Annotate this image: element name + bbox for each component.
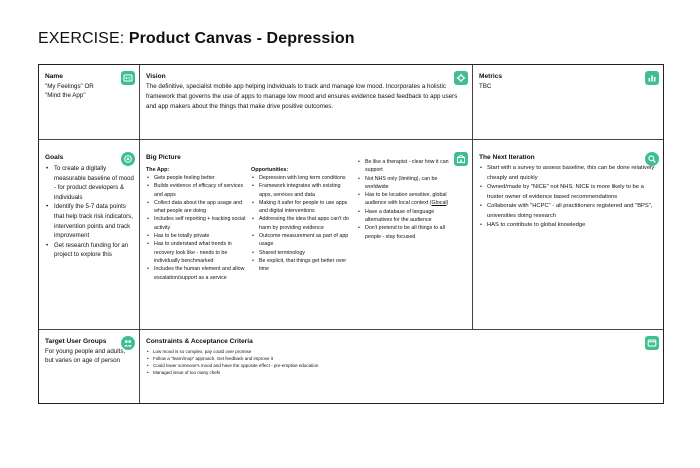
- opportunities-item: Shared terminology: [251, 249, 353, 258]
- constraints-item: Managed issue of too many chefs: [146, 370, 636, 377]
- target-icon: [121, 152, 135, 166]
- the-app-item: Gets people feeling better: [146, 174, 246, 183]
- name-line-1: "My Feelings" OR: [45, 83, 94, 90]
- more-column: Be like a therapist - clear how it can s…: [357, 158, 457, 241]
- opportunities-item: Depression with long term conditions: [251, 174, 353, 183]
- vision-cell: Vision The definitive, specialist mobile…: [146, 73, 466, 137]
- more-item: Don't pretend to be all things to all pe…: [357, 224, 457, 241]
- vision-text: The definitive, specialist mobile app he…: [146, 83, 458, 110]
- more-item: Has to be location sensitive, global aud…: [357, 191, 457, 208]
- users-icon: [121, 336, 135, 350]
- the-app-item: Has to be totally private: [146, 232, 246, 241]
- big-picture-heading: Big Picture: [146, 154, 181, 161]
- goals-cell: Goals To create a digitally measurable b…: [45, 154, 135, 326]
- opportunities-item: Addressing the idea that apps can't do h…: [251, 215, 353, 232]
- more-item-text: Has to be location sensitive, global aud…: [365, 192, 447, 207]
- name-heading: Name: [45, 73, 63, 80]
- opportunities-item: Outcome measurement as part of app usage: [251, 232, 353, 249]
- next-iteration-item: Collaborate with "HCPC" - all practition…: [479, 202, 659, 221]
- more-item: Have a database of language alternatives…: [357, 208, 457, 225]
- big-picture-cell: Big Picture The App: Gets people feeling…: [146, 154, 471, 328]
- metrics-text: TBC: [479, 83, 492, 90]
- page-title: EXERCISE: Product Canvas - Depression: [38, 30, 355, 48]
- vision-heading: Vision: [146, 73, 166, 80]
- product-canvas: Name "My Feelings" OR "Mind the App" Vis…: [38, 64, 664, 404]
- constraints-item: Follow a "learn/mop" approach. Get feedb…: [146, 356, 636, 363]
- goals-item: Identify the 5-7 data points that help t…: [45, 202, 135, 240]
- constraints-item: Could lower someone's mood and have the …: [146, 363, 636, 370]
- next-iteration-heading: The Next Iteration: [479, 154, 535, 161]
- the-app-item: Has to understand what trends in recover…: [146, 240, 246, 265]
- title-main: Product Canvas - Depression: [128, 30, 355, 47]
- constraints-heading: Constraints & Acceptance Criteria: [146, 338, 253, 345]
- row-divider-2: [39, 329, 663, 330]
- constraints-item: Low mood is so complex, pay could over p…: [146, 349, 636, 356]
- opportunities-item: Making it safer for people to use apps a…: [251, 199, 353, 216]
- constraints-cell: Constraints & Acceptance Criteria Low mo…: [146, 338, 636, 400]
- metrics-heading: Metrics: [479, 73, 503, 80]
- col-divider-2: [472, 65, 473, 329]
- the-app-heading: The App:: [146, 167, 170, 173]
- next-iteration-item: HAS to contribute to global knowledge: [479, 221, 659, 231]
- opportunities-heading: Opportunities:: [251, 167, 289, 173]
- goals-item: To create a digitally measurable baselin…: [45, 164, 135, 202]
- more-item: Not NHS only (limiting), can be worldwid…: [357, 175, 457, 192]
- building-icon: [454, 152, 468, 166]
- opportunities-item: Be explicit, that things get better over…: [251, 257, 353, 274]
- row-divider-1: [39, 139, 663, 140]
- search-icon: [645, 152, 659, 166]
- the-app-item: Includes self reporting + tracking socia…: [146, 215, 246, 232]
- goals-heading: Goals: [45, 154, 64, 161]
- next-iteration-cell: The Next Iteration Start with a survey t…: [479, 154, 659, 326]
- the-app-item: Includes the human element and allow esc…: [146, 265, 246, 282]
- the-app-item: Builds evidence of efficacy of services …: [146, 182, 246, 199]
- metrics-cell: Metrics TBC: [479, 73, 639, 137]
- id-card-icon: [121, 71, 135, 85]
- target-users-cell: Target User Groups For young people and …: [45, 338, 135, 400]
- name-cell: Name "My Feelings" OR "Mind the App": [45, 73, 135, 137]
- name-line-2: "Mind the App": [45, 92, 86, 99]
- gear-icon: [454, 71, 468, 85]
- title-prefix: EXERCISE:: [38, 30, 125, 47]
- glocal-close: ): [446, 200, 449, 207]
- the-app-item: Collect data about the app usage and wha…: [146, 199, 246, 216]
- goals-item: Get research funding for an project to e…: [45, 241, 135, 260]
- window-icon: [645, 336, 659, 350]
- target-users-heading: Target User Groups: [45, 338, 107, 345]
- opportunities-column: Opportunities: Depression with long term…: [251, 167, 353, 274]
- more-item: Be like a therapist - clear how it can s…: [357, 158, 457, 175]
- the-app-column: The App: Gets people feeling better Buil…: [146, 167, 246, 282]
- next-iteration-item: Owned/made by "NICE" not NHS. NICE is mo…: [479, 183, 659, 202]
- bar-chart-icon: [645, 71, 659, 85]
- opportunities-item: Framework integrates with existing apps,…: [251, 182, 353, 199]
- glocal-link[interactable]: Glocal: [431, 200, 447, 207]
- next-iteration-item: Start with a survey to assess baseline, …: [479, 164, 659, 183]
- col-divider-1: [139, 65, 140, 403]
- target-users-text: For young people and adults, but varies …: [45, 348, 126, 364]
